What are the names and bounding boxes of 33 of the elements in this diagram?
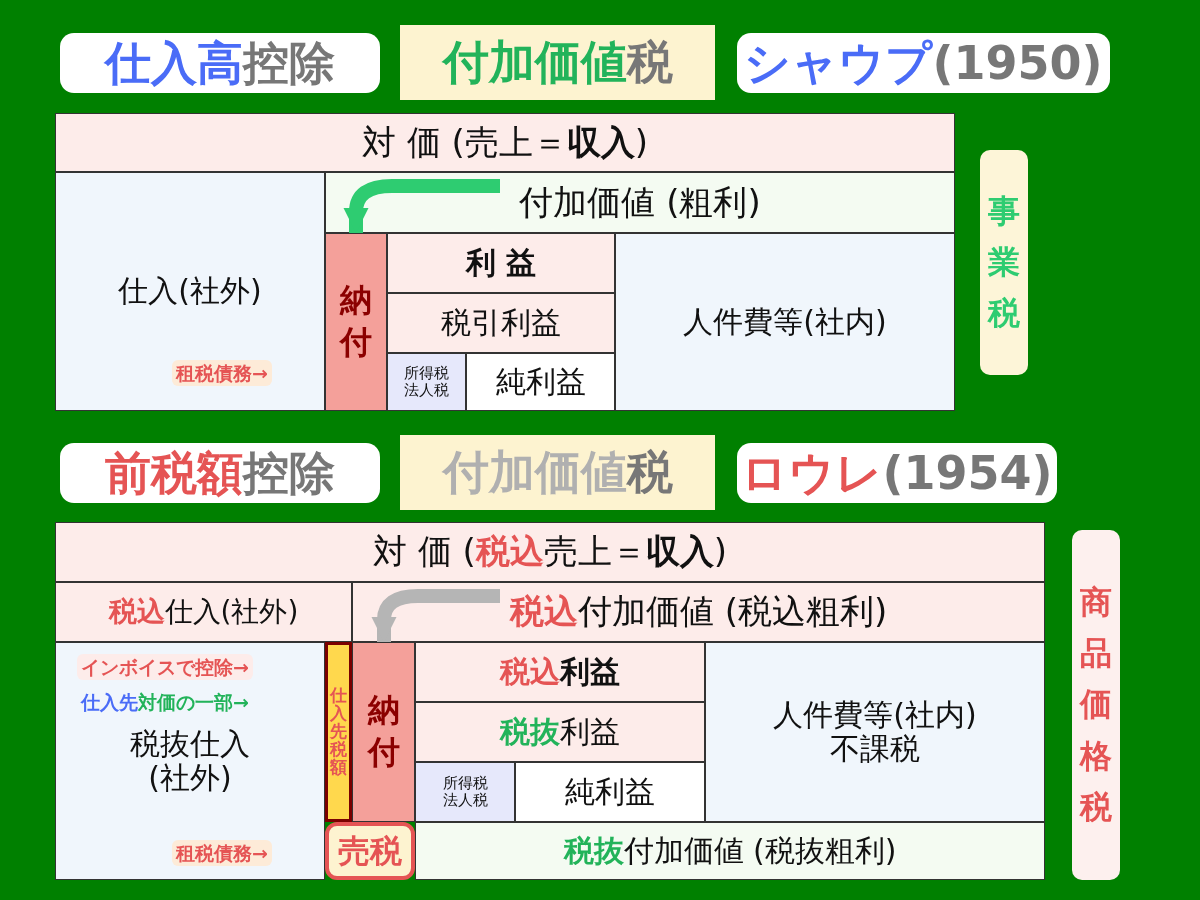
table-cell: 純利益: [515, 762, 705, 822]
title-pill: 仕入高控除: [60, 33, 380, 93]
annotation-label: インボイスで控除→: [77, 654, 253, 680]
table-cell: 税抜付加価値 (税抜粗利): [415, 822, 1045, 880]
annotation-label: 租税債務→: [172, 360, 272, 386]
title-banner: 付加価値税: [400, 435, 715, 510]
table-cell: 税込付加価値 (税込粗利): [352, 582, 1045, 642]
table-cell: 納付: [352, 642, 415, 822]
table-cell: 対 価 (売上＝収入): [55, 113, 955, 172]
tax-name-pill: 事業税: [980, 150, 1028, 375]
annotation-label: 租税債務→: [172, 840, 272, 866]
table-cell: 所得税法人税: [415, 762, 515, 822]
curved-arrow: [371, 589, 500, 642]
table-cell: 税抜利益: [415, 702, 705, 762]
table-cell: 人件費等(社内): [615, 233, 955, 411]
table-cell: 税引利益: [387, 293, 615, 353]
table-cell: 税込仕入(社外): [55, 582, 352, 642]
table-cell: 純利益: [466, 353, 615, 411]
stamp-box: 売税: [325, 822, 415, 880]
table-cell: 所得税法人税: [387, 353, 466, 411]
table-cell: 対 価 (税込売上＝収入): [55, 522, 1045, 582]
table-cell: 利 益: [387, 233, 615, 293]
table-cell: 人件費等(社内)不課税: [705, 642, 1045, 822]
table-cell: 仕入先税額: [325, 642, 352, 822]
table-cell: 納付: [325, 233, 387, 411]
title-pill: ロウレ(1954): [737, 443, 1057, 503]
table-cell: 税込利益: [415, 642, 705, 702]
title-pill: シャウプ(1950): [737, 33, 1110, 93]
curved-arrow: [343, 179, 500, 233]
table-cell: 付加価値 (粗利): [325, 172, 955, 233]
tax-name-pill: 商品価格税: [1072, 530, 1120, 880]
title-banner: 付加価値税: [400, 25, 715, 100]
title-pill: 前税額控除: [60, 443, 380, 503]
